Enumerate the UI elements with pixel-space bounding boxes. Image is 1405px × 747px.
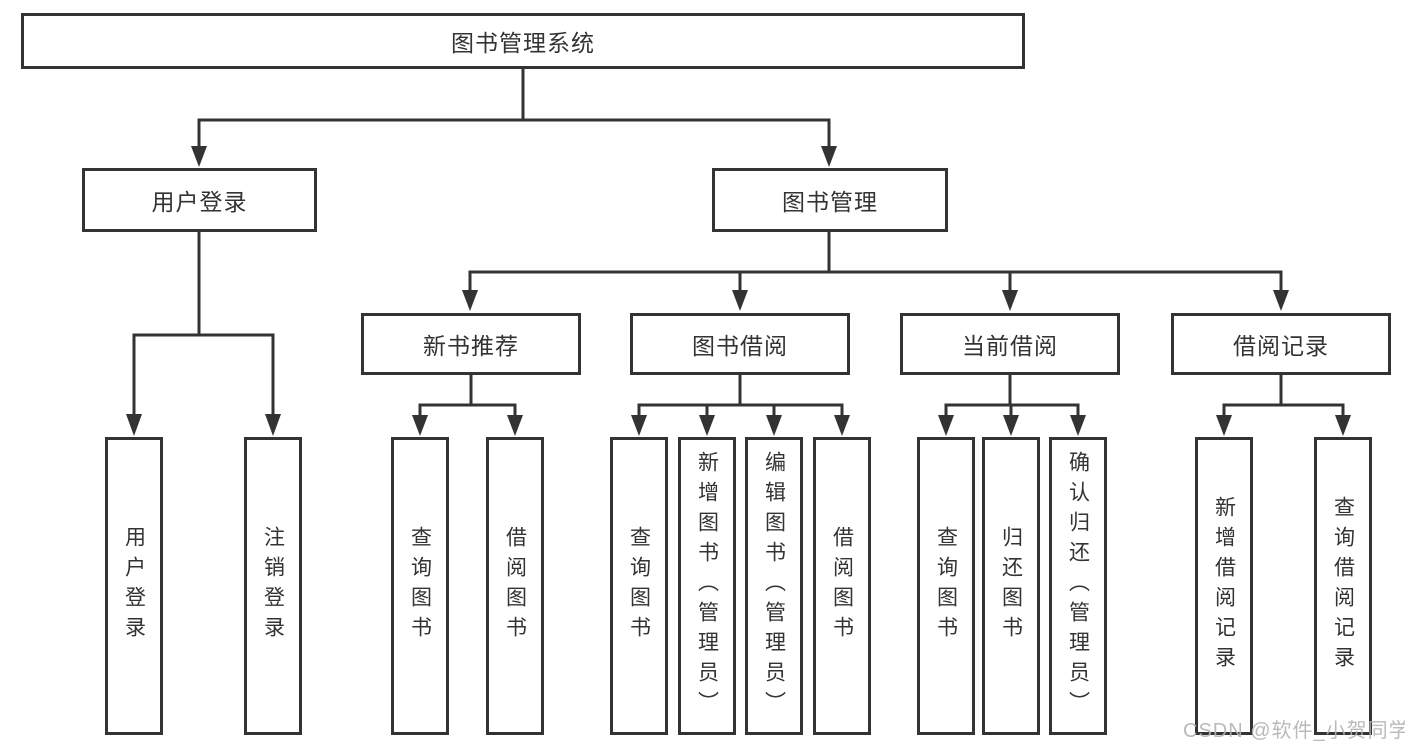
node-label: 图书管理系统: [451, 30, 595, 56]
node-label: 用户登录: [122, 526, 146, 646]
node-label: 查询图书: [627, 526, 651, 646]
connector-root: [191, 66, 837, 167]
node-label: 新增借阅记录: [1212, 496, 1236, 676]
node-label: 当前借阅: [962, 333, 1058, 359]
leaf-query-books-3: 查询图书: [917, 437, 975, 735]
leaf-logout: 注销登录: [244, 437, 302, 735]
node-label: 借阅图书: [503, 526, 527, 646]
connector-current-borrow: [938, 372, 1086, 436]
leaf-add-borrow-record: 新增借阅记录: [1195, 437, 1253, 735]
node-label: 借阅记录: [1233, 333, 1329, 359]
node-book-borrow: 图书借阅: [630, 313, 850, 375]
node-label: 图书借阅: [692, 333, 788, 359]
node-label: 图书管理: [782, 189, 878, 215]
node-book-management: 图书管理: [712, 168, 948, 232]
node-root: 图书管理系统: [21, 13, 1025, 69]
connector-borrow-records: [1216, 372, 1351, 436]
leaf-confirm-return-admin: 确认归还（管理员）: [1049, 437, 1107, 735]
leaf-return-book: 归还图书: [982, 437, 1040, 735]
node-borrow-records: 借阅记录: [1171, 313, 1391, 375]
node-label: 注销登录: [261, 526, 285, 646]
node-label: 归还图书: [999, 526, 1023, 646]
node-label: 查询借阅记录: [1331, 496, 1355, 676]
node-label: 用户登录: [151, 189, 248, 215]
leaf-query-books-1: 查询图书: [391, 437, 449, 735]
node-new-book-recommend: 新书推荐: [361, 313, 581, 375]
leaf-borrow-books-1: 借阅图书: [486, 437, 544, 735]
node-label: 借阅图书: [830, 526, 854, 646]
leaf-add-book-admin: 新增图书（管理员）: [678, 437, 736, 735]
node-current-borrow: 当前借阅: [900, 313, 1120, 375]
connector-book-management: [462, 230, 1289, 311]
leaf-user-login: 用户登录: [105, 437, 163, 735]
leaf-query-borrow-record: 查询借阅记录: [1314, 437, 1372, 735]
leaf-borrow-books-2: 借阅图书: [813, 437, 871, 735]
node-user-login: 用户登录: [82, 168, 317, 232]
csdn-watermark: CSDN @软件_小贺同学: [1183, 720, 1405, 742]
connector-book-borrow: [631, 372, 850, 436]
node-label: 新增图书（管理员）: [695, 451, 719, 721]
leaf-edit-book-admin: 编辑图书（管理员）: [745, 437, 803, 735]
node-label: 确认归还（管理员）: [1066, 451, 1090, 721]
node-label: 新书推荐: [423, 333, 519, 359]
node-label: 查询图书: [408, 526, 432, 646]
node-label: 查询图书: [934, 526, 958, 646]
leaf-query-books-2: 查询图书: [610, 437, 668, 735]
connector-user-login: [126, 230, 281, 436]
connector-new-book-recommend: [412, 372, 523, 436]
node-label: 编辑图书（管理员）: [762, 451, 786, 721]
